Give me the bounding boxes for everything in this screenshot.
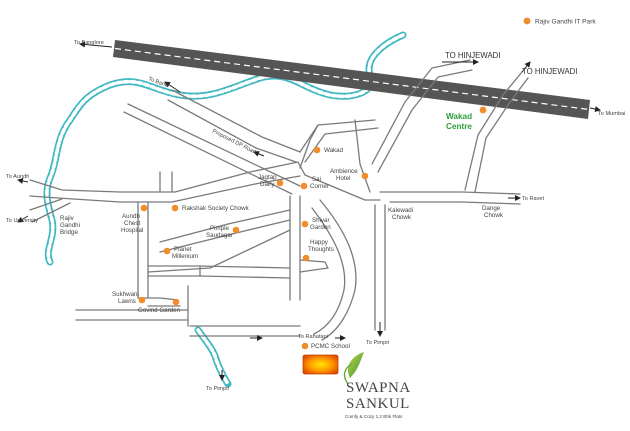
landmark-govind-garden: Govind Garden	[138, 298, 181, 314]
landmark-marker-icon	[313, 146, 321, 154]
to-university-label: To University	[6, 218, 38, 224]
landmark-label: Wakad	[324, 147, 344, 154]
to-pimpri-center-label: To Pimpri	[366, 340, 389, 346]
road-network	[29, 59, 529, 341]
landmark-label: Sukhwani	[112, 291, 139, 298]
landmark-label: PCMC School	[311, 343, 350, 350]
landmark-label: Garden	[310, 224, 331, 231]
landmark-planet-millenium: Planet Millenium	[163, 246, 198, 260]
rajiv-gandhi-bridge-label: Bridge	[60, 229, 78, 236]
landmark-ambience-hotel: Ambience Hotel	[330, 168, 369, 182]
landmark-label: Sai	[312, 176, 321, 183]
to-ravet-label: To Ravet	[522, 196, 545, 202]
landmark-jagtap-dairy: Jagtap Dairy	[258, 174, 284, 188]
landmark-marker-icon	[171, 204, 179, 212]
landmark-marker-icon	[172, 298, 180, 306]
landmark-label: Jagtap	[258, 174, 277, 181]
landmark-shivar-garden: Shivar Garden	[301, 217, 331, 231]
wakad-centre-marker-icon	[479, 106, 487, 114]
landmark-rakshak-society-chowk: Rakshak Society Chowk	[171, 204, 250, 212]
landmark-label: Hospital	[121, 227, 143, 234]
landmarks: Wakad Jagtap Dairy Sai Corner Ambience H…	[112, 146, 369, 350]
wakad-centre: Wakad Centre	[446, 106, 487, 131]
dange-chowk-label: Chowk	[484, 212, 504, 219]
landmark-label: Thoughts	[308, 246, 334, 253]
landmark-marker-icon	[301, 220, 309, 228]
landmark-marker-icon	[163, 247, 171, 255]
leaf-icon	[347, 352, 364, 378]
landmark-label: Rakshak Society Chowk	[182, 205, 250, 212]
landmark-label: Happy	[310, 239, 329, 246]
landmark-label: Hotel	[336, 175, 350, 182]
landmark-label: Lawns	[118, 298, 136, 305]
landmark-sai-corner: Sai Corner	[300, 176, 329, 190]
landmark-label: Chest	[124, 220, 140, 227]
landmark-aundh-chest-hospital: Aundh Chest Hospital	[121, 204, 148, 234]
landmark-marker-icon	[232, 226, 240, 234]
landmark-label: Ambience	[330, 168, 358, 175]
to-hinjewadi-label-1: TO HINJEWADI	[445, 51, 500, 60]
project-name-line-1: SWAPNA	[346, 380, 411, 396]
legend-label: Rajiv Gandhi IT Park	[535, 19, 596, 26]
landmark-marker-icon	[361, 172, 369, 180]
swapna-sankul-logo: SWAPNA SANKUL Comfy & Cozy 1,2 Bhk Flats	[343, 352, 411, 419]
river	[43, 31, 407, 388]
junction-labels: Rajiv Gandhi Bridge Kalewadi Chowk Dange…	[60, 205, 504, 236]
to-hinjewadi-label-2: TO HINJEWADI	[522, 67, 577, 76]
landmark-marker-icon	[138, 296, 146, 304]
mumbai-bangalore-highway	[113, 40, 590, 119]
to-rahatani-label: To Rahatani	[298, 334, 328, 340]
landmark-label: Dairy	[260, 181, 275, 188]
landmark-marker-icon	[140, 204, 148, 212]
landmark-label: Aundh	[122, 213, 140, 220]
kalewadi-chowk-label: Kalewadi	[388, 207, 413, 214]
landmark-happy-thoughts: Happy Thoughts	[302, 239, 334, 262]
landmark-marker-icon	[300, 182, 308, 190]
project-tagline: Comfy & Cozy 1,2 Bhk Flats	[345, 414, 403, 419]
wakad-centre-label-1: Wakad	[446, 112, 472, 121]
landmark-sukhwani-lawns: Sukhwani Lawns	[112, 291, 146, 305]
landmark-label: Pimple	[210, 225, 229, 232]
landmark-marker-icon	[302, 254, 310, 262]
landmark-label: Saudagar	[206, 232, 233, 239]
legend: Rajiv Gandhi IT Park	[523, 17, 596, 26]
landmark-pcmc-school: PCMC School	[301, 342, 350, 350]
to-aundh-label: To Aundh	[6, 174, 29, 180]
to-pimpri-bottom-label: To Pimpri	[206, 386, 229, 392]
landmark-label: Shivar	[312, 217, 330, 224]
landmark-marker-icon	[301, 342, 309, 350]
to-bangalore-label: To Banglore	[74, 40, 104, 46]
landmark-label: Corner	[310, 183, 329, 190]
wakad-centre-label-2: Centre	[446, 122, 472, 131]
direction-arrows	[17, 41, 601, 381]
project-name-line-2: SANKUL	[346, 396, 410, 412]
legend-marker-icon	[523, 17, 531, 25]
dange-chowk-label: Dange	[482, 205, 501, 212]
proposed-dp-road-label: Proposed DP Road	[211, 128, 257, 155]
rajiv-gandhi-bridge-label: Gandhi	[60, 222, 80, 229]
landmark-pimple-saudagar: Pimple Saudagar	[206, 225, 240, 239]
to-mumbai-label: To Mumbai	[598, 111, 625, 117]
landmark-label: Planet	[174, 246, 192, 253]
landmark-wakad: Wakad	[313, 146, 344, 154]
landmark-label: Govind Garden	[138, 307, 181, 314]
landmark-label: Millenium	[172, 253, 198, 260]
project-site-marker	[302, 354, 339, 375]
kalewadi-chowk-label: Chowk	[392, 214, 412, 221]
landmark-marker-icon	[276, 179, 284, 187]
rajiv-gandhi-bridge-label: Rajiv	[60, 215, 75, 222]
